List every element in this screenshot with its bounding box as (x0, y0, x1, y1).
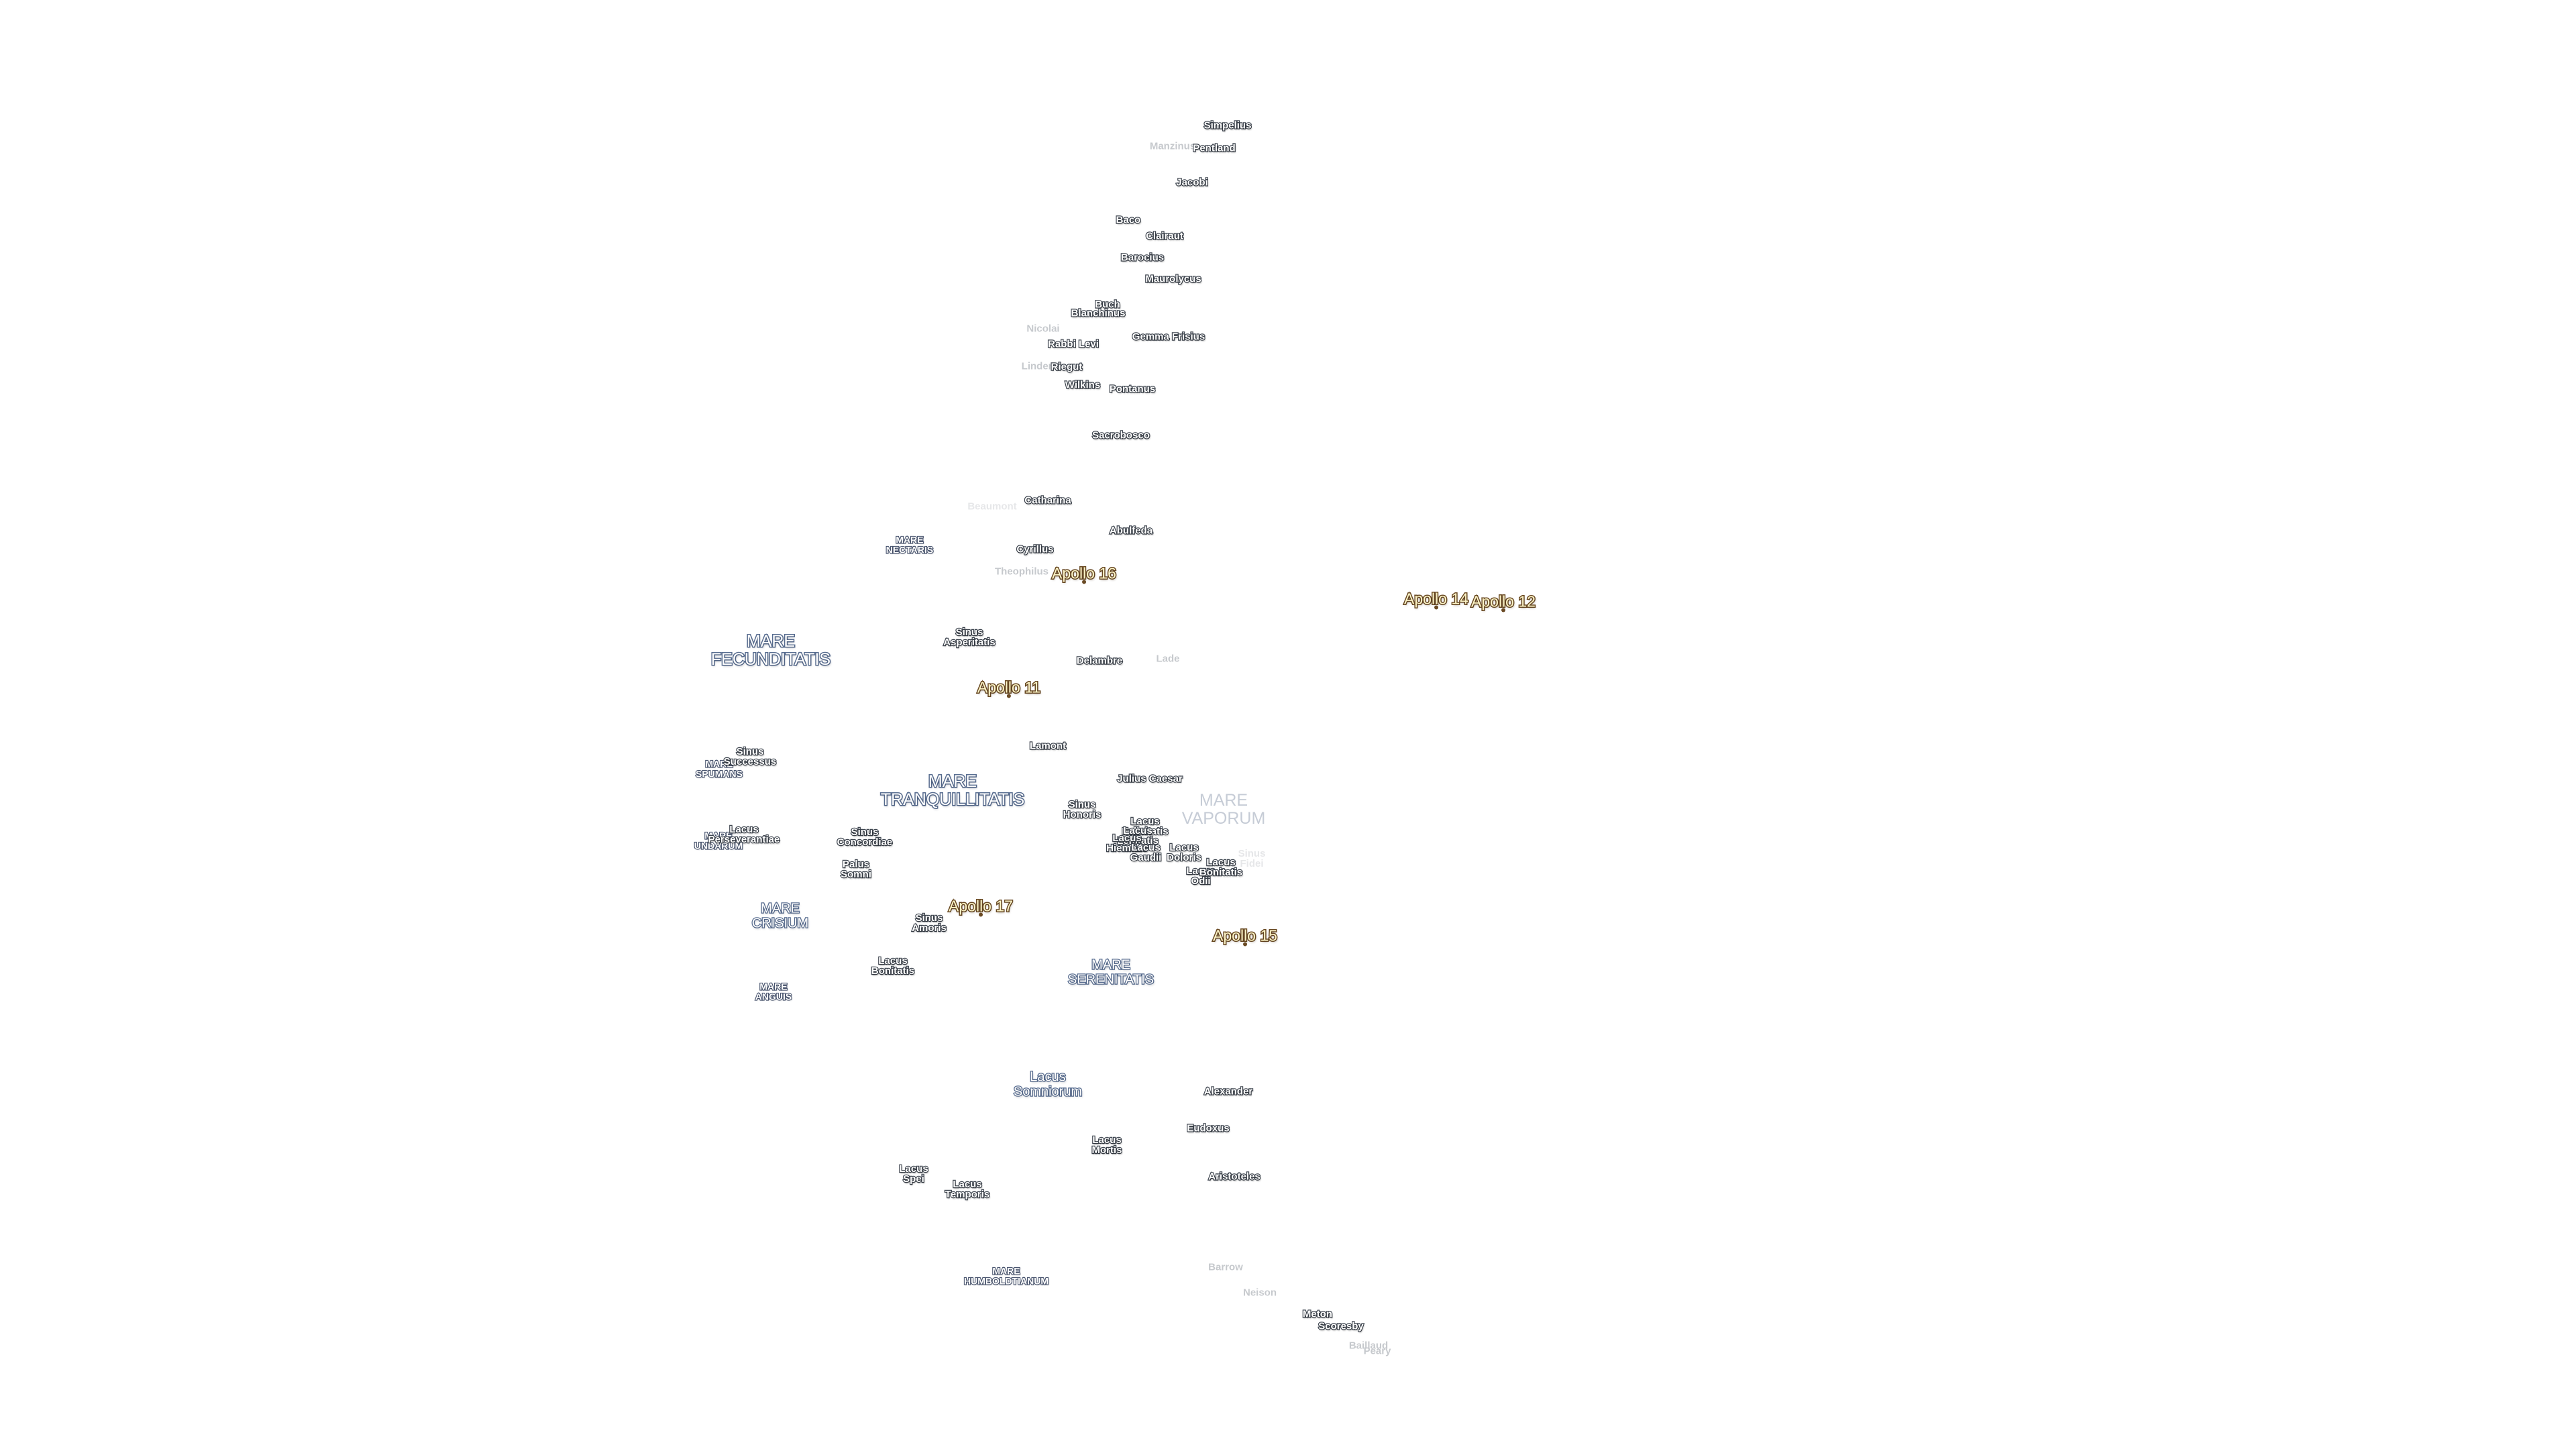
crater-lindenau-label: Lindenau (1021, 360, 1067, 372)
crater-barocius-label: Barocius (1120, 252, 1165, 264)
crater-catharina-label: Catharina (1024, 494, 1072, 506)
lacus-hiemalis-label: Lacus Hiemalis (1106, 833, 1148, 854)
crater-pontanus-label: Pontanus (1109, 383, 1157, 395)
crater-lade-label: Lade (1156, 653, 1180, 665)
crater-blanchinus-label: Blanchinus (1070, 307, 1126, 319)
crater-delambre-label: Delambre (1076, 655, 1124, 667)
mare-spumans-label: MARE SPUMANS (695, 758, 743, 780)
mare-crisium-label: MARE CRISIUM (751, 900, 809, 931)
crater-beaumont-label: Beaumont (967, 500, 1017, 513)
sinus-asperitatis-label: Sinus Asperitatis (943, 627, 996, 648)
apollo-15-label[interactable]: Apollo 15 (1212, 926, 1278, 947)
lacus-gaudii-label: Lacus Gaudii (1129, 842, 1162, 863)
crater-simpelius-label: Simpelius (1203, 119, 1252, 131)
lacus-bonitatis-minor-label: Lacus Bonitatis (1199, 857, 1244, 878)
crater-cyrillus-label: Cyrillus (1016, 543, 1054, 555)
mare-tranquillitatis-label: MARE TRANQUILLITATIS (879, 771, 1025, 810)
crater-barrow-label: Barrow (1208, 1261, 1243, 1273)
crater-buch-label: Buch (1094, 299, 1121, 311)
mare-vaporum-label: MARE VAPORUM (1181, 791, 1266, 828)
crater-sacrobosco-label: Sacrobosco (1091, 429, 1150, 441)
crater-jacobi-label: Jacobi (1175, 176, 1209, 189)
lacus-lenitatis-label: Lacus Lenitatis (1116, 825, 1159, 847)
crater-alexander-label: Alexander (1203, 1085, 1254, 1097)
crater-julius-caesar-label: Julius Caesar (1116, 773, 1183, 785)
crater-eudoxus-label: Eudoxus (1186, 1122, 1230, 1134)
crater-scoresby-label: Scoresby (1318, 1320, 1364, 1332)
crater-neison-label: Neison (1242, 1287, 1277, 1299)
crater-theophilus-label: Theophilus (995, 566, 1049, 578)
sinus-honoris-label: Sinus Honoris (1062, 799, 1102, 820)
lacus-mortis-label: Lacus Mortis (1091, 1134, 1122, 1156)
sinus-amoris-label: Sinus Amoris (911, 912, 947, 934)
lacus-felicitatis-label: Lacus Felicitatis (1121, 816, 1169, 837)
mare-humboldtianum-label: MARE HUMBOLDTIANUM (963, 1265, 1049, 1287)
apollo-11-label[interactable]: Apollo 11 (976, 678, 1042, 698)
crater-riegut-label: Riegut (1050, 361, 1083, 373)
mare-fecunditatis-label: MARE FECUNDITATIS (710, 631, 831, 669)
crater-gemma-frisius-label: Gemma Frisius (1132, 331, 1206, 343)
crater-pentland-label: Pentland (1192, 142, 1236, 154)
apollo-17-label[interactable]: Apollo 17 (948, 897, 1014, 917)
mare-serenitatis-label: MARE SERENITATIS (1067, 957, 1155, 987)
lacus-doloris-label: Lacus Doloris (1166, 842, 1202, 863)
crater-rabbi-levi-label: Rabbi Levi (1047, 338, 1099, 350)
apollo-12-label[interactable]: Apollo 12 (1470, 592, 1536, 612)
lacus-odii-label: Lacus Odii (1185, 865, 1216, 887)
lacus-spei-label: Lacus Spei (898, 1163, 929, 1185)
lacus-perseverantiae-label: Lacus Perseverantiae (707, 824, 780, 845)
crater-nicolai-label: Nicolai (1026, 323, 1060, 335)
apollo-16-label[interactable]: Apollo 16 (1051, 564, 1117, 584)
sinus-concordiae-label: Sinus Concordiae (837, 826, 894, 848)
crater-peary-label: Peary (1363, 1345, 1391, 1357)
crater-manzinus-label: Manzinus (1149, 140, 1196, 152)
palus-somni-label: Palus Somni (840, 859, 872, 880)
lacus-temporis-label: Lacus Temporis (945, 1179, 991, 1200)
crater-wilkins-label: Wilkins (1065, 379, 1102, 391)
mare-anguis-label: MARE ANGUIS (755, 981, 793, 1002)
crater-abulfeda-label: Abulfeda (1109, 525, 1154, 537)
crater-maurolycus-label: Maurolycus (1144, 273, 1202, 285)
mare-undarum-label: MARE UNDARUM (694, 830, 744, 851)
crater-baco-label: Baco (1115, 214, 1141, 226)
crater-aristoteles-label: Aristoteles (1208, 1171, 1261, 1183)
sinus-successus-label: Sinus Successus (723, 746, 777, 767)
crater-lamont-label: Lamont (1029, 740, 1067, 752)
apollo-14-label[interactable]: Apollo 14 (1403, 590, 1469, 610)
crater-clairaut-label: Clairaut (1145, 230, 1184, 242)
crater-baillaud-label: Baillaud (1348, 1340, 1389, 1352)
mare-nectaris-label: MARE NECTARIS (885, 534, 934, 555)
lacus-bonitatis-label: Lacus Bonitatis (871, 955, 916, 977)
lacus-somniorum-label: Lacus Somniorum (1013, 1069, 1083, 1099)
sinus-fidei-label: Sinus Fidei (1238, 848, 1266, 869)
crater-meton-label: Meton (1302, 1308, 1334, 1320)
